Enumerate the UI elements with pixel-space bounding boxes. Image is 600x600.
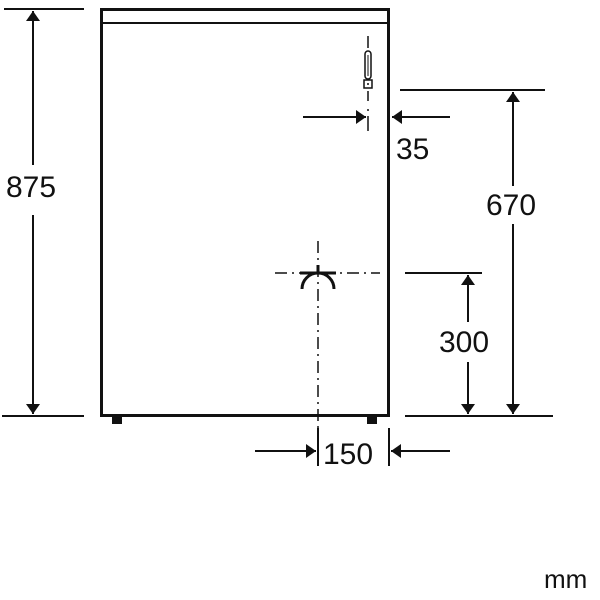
drain-side-offset-dimension [255, 428, 450, 466]
drain-offset-label: 150 [323, 438, 374, 471]
right-foot [367, 417, 377, 424]
height-total-label: 875 [6, 171, 57, 204]
water-inlet-icon [363, 36, 373, 131]
unit-label: mm [544, 564, 588, 594]
inlet-offset-label: 35 [396, 133, 430, 166]
left-foot [112, 417, 122, 424]
inlet-height-dimension [400, 89, 553, 417]
drain-outlet-icon [275, 241, 380, 440]
drain-height-dimension [405, 272, 482, 414]
height-dimension [2, 8, 84, 417]
drain-height-label: 300 [439, 326, 490, 359]
appliance-cabinet [100, 8, 390, 424]
inlet-height-label: 670 [486, 189, 537, 222]
